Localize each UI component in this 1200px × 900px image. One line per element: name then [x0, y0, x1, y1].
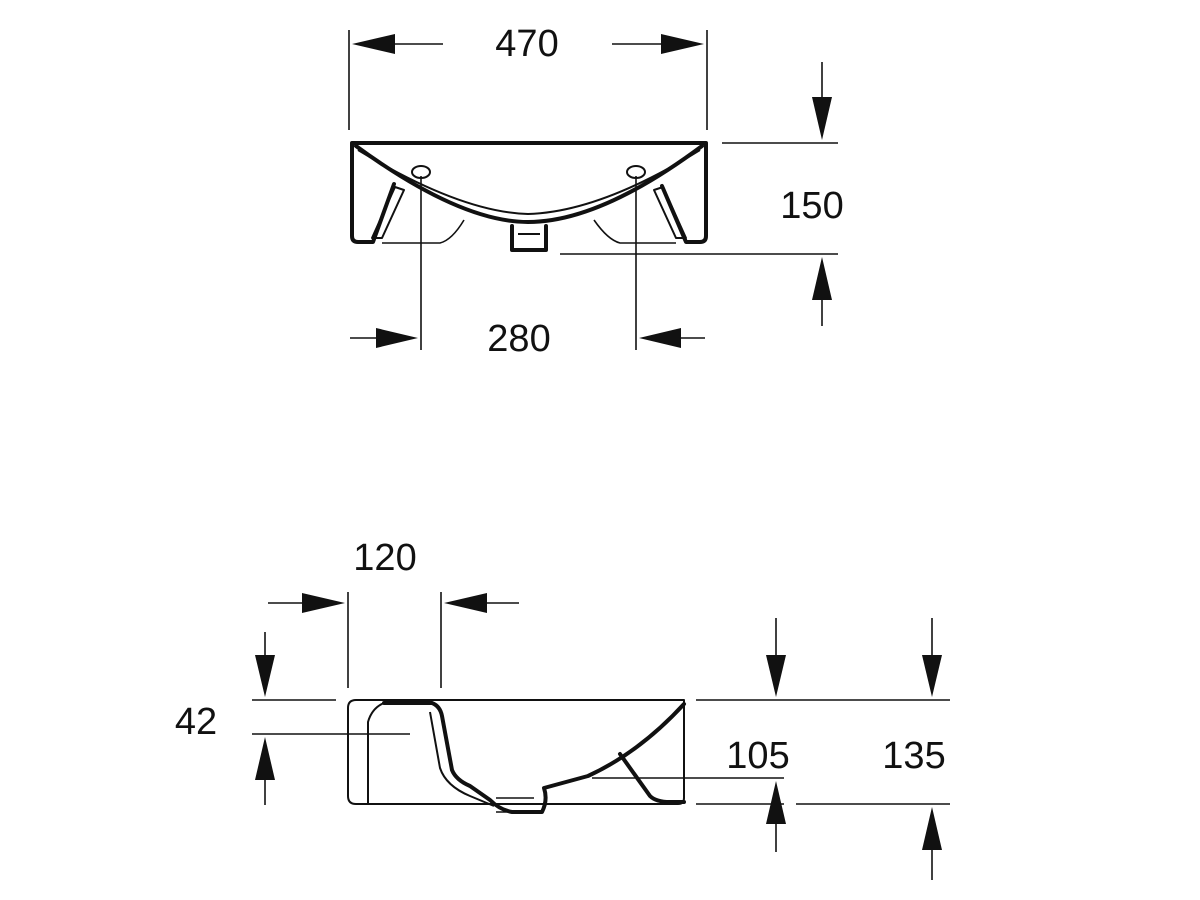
bowl-height-label: 105 [726, 735, 789, 777]
side-view: 120 42 105 [175, 537, 950, 880]
basin-right-wing [653, 186, 687, 239]
basin-side-inner-wall [429, 711, 495, 807]
rim-arrow-top-head [255, 655, 275, 697]
width-arrow-right-head [661, 34, 704, 54]
bowl-height-arrow-top-head [766, 655, 786, 697]
basin-bowl-curve [354, 144, 704, 224]
total-height-arrow-bottom-head [922, 807, 942, 850]
basin-side-outline [347, 699, 685, 805]
depth-arrow-bottom-head [812, 257, 832, 300]
basin-side-left-edge [367, 702, 385, 804]
drain-outlet [510, 224, 548, 252]
basin-underside-left [382, 219, 465, 244]
width-arrow-left-head [352, 34, 395, 54]
basin-side-rear-leg [618, 752, 686, 804]
basin-left-wing [371, 186, 405, 239]
offset-label: 120 [353, 537, 416, 579]
total-height-arrow-top-head [922, 655, 942, 697]
offset-arrow-left-head [302, 593, 345, 613]
hole-arrow-right-head [639, 328, 681, 348]
depth-arrow-top-head [812, 97, 832, 140]
top-view: 470 280 150 [348, 23, 844, 360]
total-height-label: 135 [882, 735, 945, 777]
hole-spacing-label: 280 [487, 318, 550, 360]
width-label: 470 [495, 23, 558, 65]
basin-top-outline [350, 141, 708, 244]
rim-height-label: 42 [175, 701, 217, 743]
bowl-height-arrow-bottom-head [766, 781, 786, 824]
basin-bowl-inner-curve [357, 149, 701, 215]
basin-underside-right [593, 219, 676, 244]
depth-label: 150 [780, 185, 843, 227]
offset-arrow-right-head [444, 593, 487, 613]
rim-arrow-bottom-head [255, 737, 275, 780]
basin-side-front-wall [382, 701, 686, 814]
hole-arrow-left-head [376, 328, 418, 348]
